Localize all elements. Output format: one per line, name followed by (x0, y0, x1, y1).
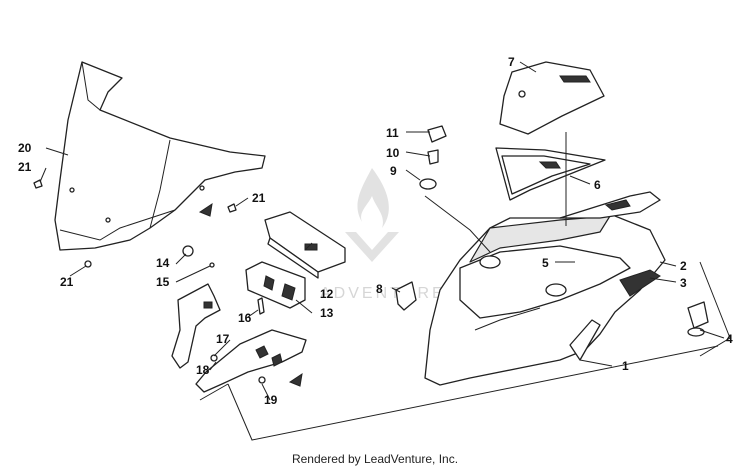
callout-13: 13 (320, 306, 334, 320)
callout-9: 9 (390, 164, 397, 178)
callout-7: 7 (508, 55, 515, 69)
gauge-housing (499, 61, 605, 135)
callout-19: 19 (264, 393, 278, 407)
callout-8: 8 (376, 282, 383, 296)
callout-6: 6 (594, 178, 601, 192)
callout-18: 18 (196, 363, 210, 377)
callout-16: 16 (238, 311, 252, 325)
callout-3: 3 (680, 276, 687, 290)
lower-bracket (195, 329, 307, 393)
callout-14: 14 (156, 256, 170, 270)
arrow-marker-icon (288, 372, 303, 387)
mount-bracket-assembly (171, 211, 346, 369)
key-switch-parts (395, 125, 447, 311)
callout-21-bottom: 21 (60, 275, 74, 289)
callout-20: 20 (18, 141, 32, 155)
callout-17: 17 (216, 332, 230, 346)
arrow-marker-icon (198, 202, 213, 217)
callout-2: 2 (680, 259, 687, 273)
callout-21-right: 21 (252, 191, 266, 205)
callout-5: 5 (542, 256, 549, 270)
callout-4: 4 (726, 332, 733, 346)
hood-assembly (424, 213, 666, 386)
callout-15: 15 (156, 275, 170, 289)
callout-1: 1 (622, 359, 629, 373)
v-logo-icon (345, 232, 399, 262)
switch-assembly (687, 301, 709, 337)
leader-lines (39, 61, 731, 441)
flame-logo-icon (357, 168, 389, 228)
callout-10: 10 (386, 146, 400, 160)
side-panels (495, 147, 661, 219)
callout-labels: 1 2 3 4 5 6 7 8 9 10 11 12 13 14 15 16 1… (18, 55, 733, 407)
watermark-text: ADVENTURE (320, 285, 446, 302)
footer-credit: Rendered by LeadVenture, Inc. (291, 452, 459, 466)
windshield (54, 61, 266, 251)
callout-11: 11 (386, 126, 399, 140)
callout-12: 12 (320, 287, 334, 301)
callout-21-left: 21 (18, 160, 32, 174)
